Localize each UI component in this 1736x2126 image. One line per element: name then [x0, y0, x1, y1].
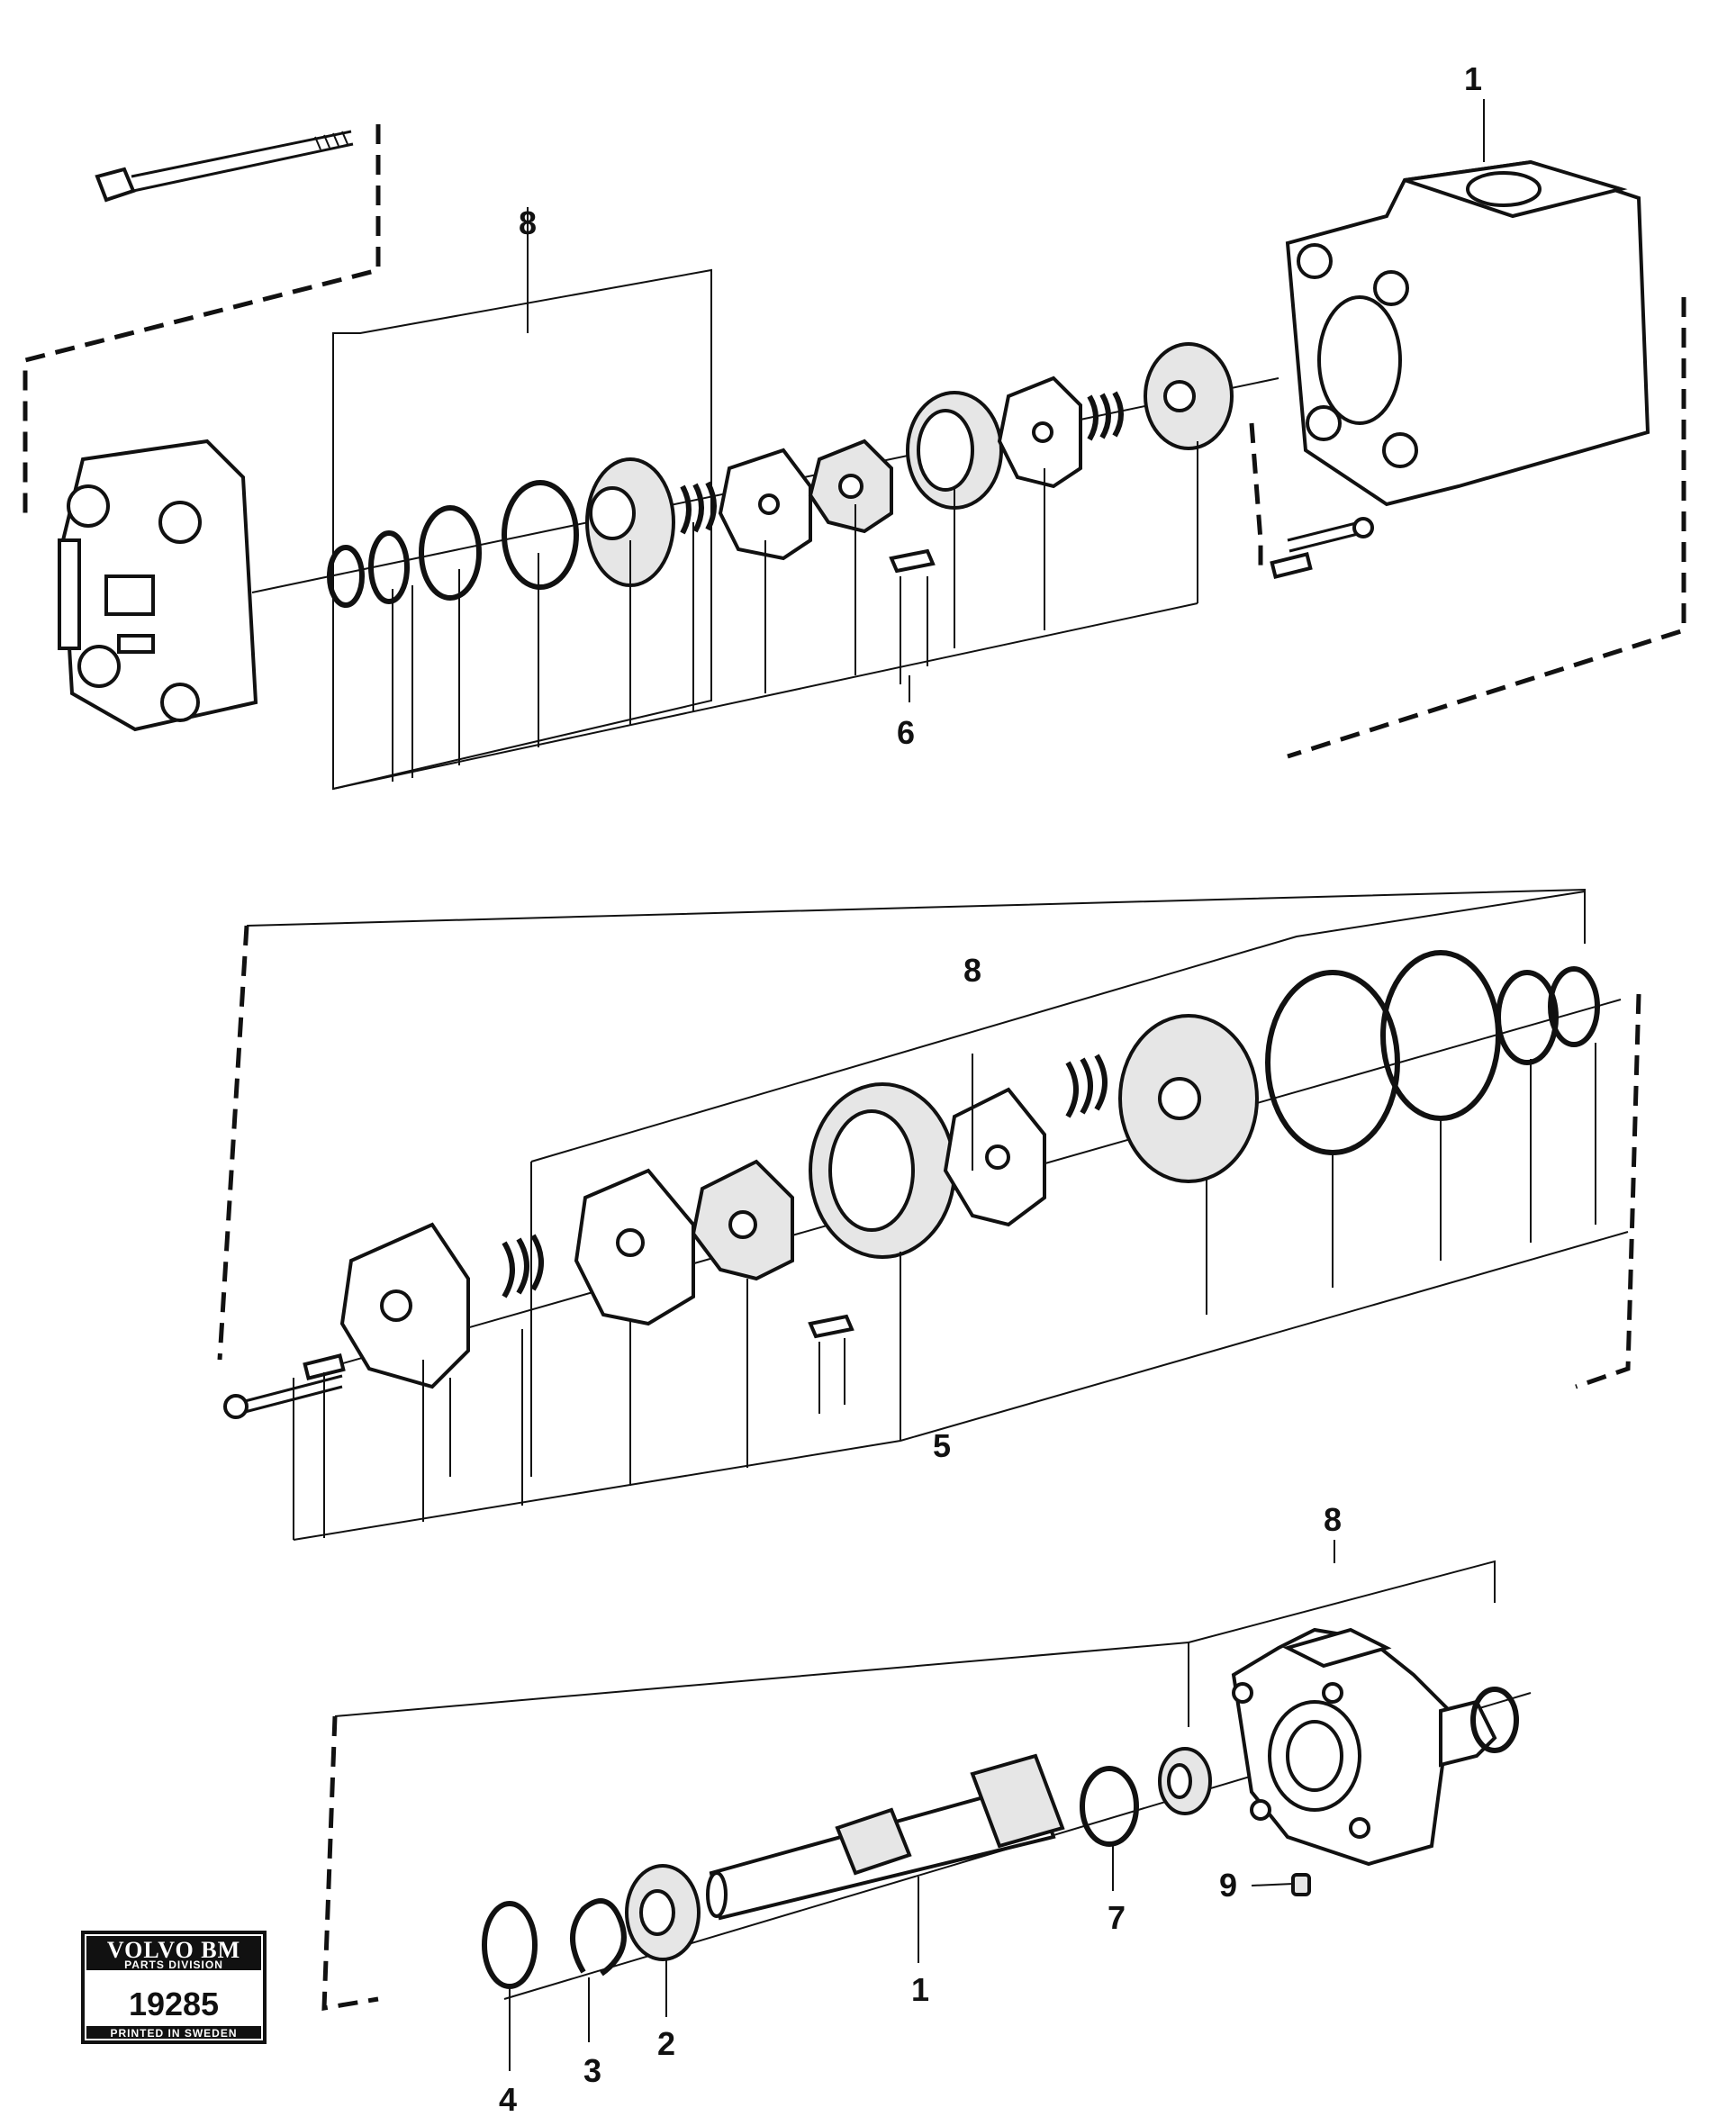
bottom-snap-ring	[570, 1898, 627, 1977]
top-end-cover	[58, 439, 258, 732]
mid-kit-bracket	[293, 891, 1629, 1541]
top-bolt-dash-guide-2	[1249, 422, 1263, 567]
bottom-retainer-ring	[1080, 1766, 1139, 1847]
top-key-clip	[889, 548, 936, 574]
top-spring-1	[680, 481, 717, 535]
bottom-kit-bracket	[1188, 1540, 1496, 1727]
callout-snap-ring: 3	[583, 2052, 601, 2089]
bottom-shaft	[706, 1753, 1065, 1921]
top-cam-plate-2	[997, 375, 1082, 489]
callout-top-cartridge: 6	[897, 714, 915, 751]
top-rotor	[808, 439, 893, 534]
badge-printed: PRINTED IN SWEDEN	[110, 2027, 237, 2040]
mid-cam-ring	[809, 1082, 956, 1259]
mid-key-clip	[808, 1314, 854, 1339]
top-pump-housing	[1285, 159, 1650, 507]
top-right-dash-guide	[1287, 297, 1686, 759]
top-seal-1	[327, 545, 365, 608]
bottom-rear-seal	[1470, 1687, 1519, 1753]
badge-division: PARTS DIVISION	[124, 1959, 223, 1971]
callout-plug: 9	[1219, 1867, 1237, 1904]
bottom-left-dash-guide	[321, 1715, 379, 2011]
mid-pressure-plate	[1118, 1014, 1259, 1183]
callout-seal: 4	[499, 2081, 517, 2118]
bottom-bearing	[625, 1864, 701, 1961]
mid-seal-2	[1548, 966, 1600, 1047]
callout-top-kit: 8	[519, 204, 537, 241]
top-cartridge-leader	[900, 576, 928, 702]
top-kit-bracket	[332, 207, 1198, 791]
bottom-top-frame	[334, 1642, 1189, 1717]
bottom-seal	[482, 1901, 538, 1989]
mid-cam-plate-1	[574, 1168, 695, 1326]
top-spring-2	[1087, 391, 1124, 441]
mid-right-dash-guide	[1575, 993, 1641, 1389]
badge-brand: VOLVO BM	[107, 1937, 240, 1963]
middle-assembly: 8 5	[217, 888, 1641, 1541]
callout-top-housing: 1	[1464, 60, 1482, 97]
badge-number: 19285	[129, 1986, 219, 2022]
leader-plug	[1251, 1883, 1294, 1886]
mid-cam-plate-2	[943, 1087, 1046, 1227]
mid-spring-2	[1065, 1054, 1108, 1118]
callout-shaft: 1	[911, 1971, 929, 2008]
callout-mid-kit: 8	[963, 952, 981, 989]
callout-mid-cartridge: 5	[933, 1427, 951, 1464]
mid-top-frame	[246, 888, 1586, 944]
mid-left-dash-guide	[217, 925, 249, 1361]
top-oring-2	[502, 480, 579, 590]
mid-oring-2	[1380, 950, 1501, 1121]
bottom-front-housing	[1231, 1627, 1497, 1867]
top-oring-1	[419, 505, 482, 601]
mid-seal-1	[1496, 970, 1559, 1065]
mid-spring-1	[502, 1234, 544, 1298]
bottom-plug	[1291, 1873, 1311, 1896]
top-cam-plate-1	[718, 448, 812, 561]
callout-retainer-ring: 7	[1108, 1899, 1126, 1936]
top-seal-2	[368, 530, 410, 604]
callout-bearing: 2	[657, 2025, 675, 2062]
top-long-bolt	[95, 130, 354, 203]
top-pressure-plate	[585, 457, 675, 587]
mid-port-plate	[339, 1222, 470, 1389]
bottom-assembly: 8 1 2 3 4 7 9	[321, 1501, 1532, 2118]
top-small-bolt	[1270, 517, 1374, 580]
mid-bolt	[223, 1352, 346, 1419]
bottom-bushing	[1158, 1747, 1212, 1815]
mid-oring-1	[1265, 970, 1400, 1155]
top-bolt-dash-guide	[23, 124, 381, 515]
top-assembly: 1 8 6	[23, 60, 1686, 791]
callout-bottom-kit: 8	[1324, 1501, 1342, 1538]
mid-rotor	[691, 1159, 794, 1281]
top-port-plate	[1144, 342, 1234, 450]
volvo-bm-badge: VOLVO BM PARTS DIVISION 19285 PRINTED IN…	[81, 1931, 267, 2044]
